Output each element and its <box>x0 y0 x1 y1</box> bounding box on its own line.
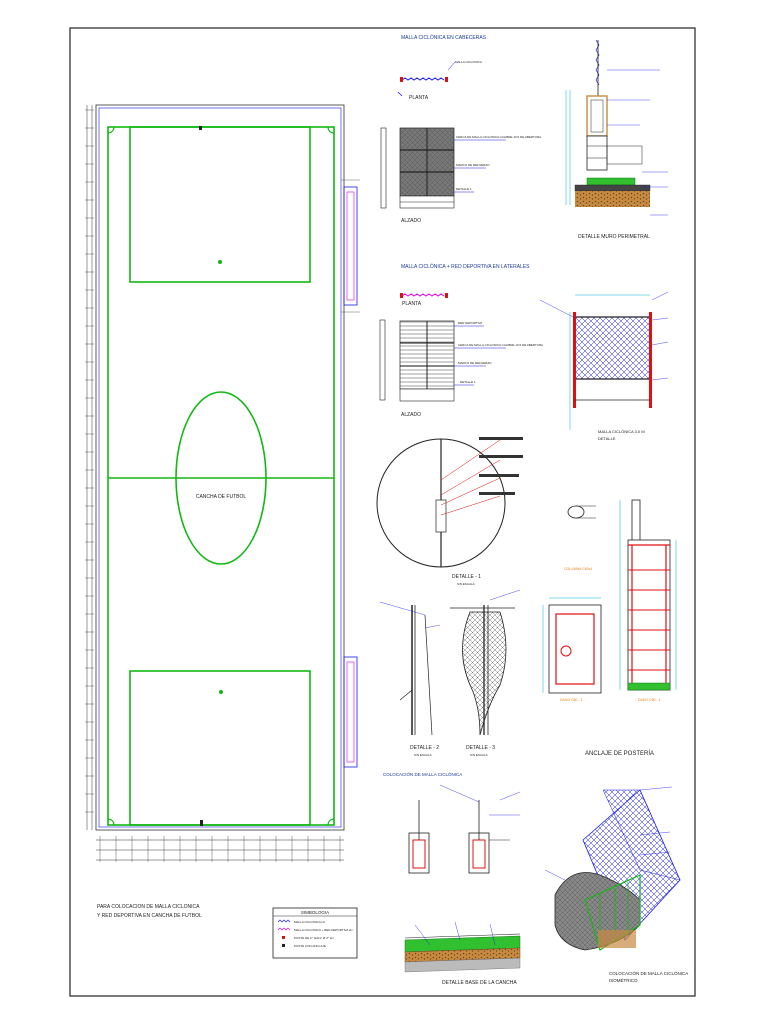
callout-label: MALLA CICLONICA <box>455 60 482 64</box>
planta-label: PLANTA <box>402 301 422 307</box>
detalle-muro-perimetral: DETALLE MURO PERIMETRAL <box>565 39 668 240</box>
concrete-slab <box>586 177 636 186</box>
dado-plan <box>548 604 602 694</box>
field-outer-border <box>95 104 345 831</box>
post-left <box>573 312 576 408</box>
corner-arc <box>107 818 115 826</box>
penalty-area-bottom <box>129 670 311 826</box>
isometrico-subtitle: ISOMÉTRICO <box>609 977 638 983</box>
callout-label: DETALLE 1 <box>460 380 476 384</box>
side-net-upper <box>346 191 355 301</box>
callout-label: CERCA DE MALLA CICLONICA CALIBRE 10.5 DE… <box>458 343 543 347</box>
columna-label: COLUMNA C60x1 <box>564 567 592 571</box>
detalle-1-title: DETALLE - 1 <box>452 574 481 580</box>
detalle-3: DETALLE - 3 S/N ESCALA <box>450 589 521 757</box>
goal-post-top <box>199 126 202 130</box>
side-net-lower <box>346 661 355 763</box>
side-fence-box-upper <box>343 186 358 306</box>
malla-3m-detalle: MALLA CICLÓNICA 3.0 M DETALLE <box>539 291 669 441</box>
callout-label: MARCO DE REFUERZO <box>456 163 490 167</box>
section-cabeceras: MALLA CICLÓNICA EN CABECERAS MALLA CICLO… <box>380 34 541 224</box>
alzado-label: ALZADO <box>401 412 421 418</box>
legend-title: SIMBOLOGIA <box>301 910 329 915</box>
red-post-icon <box>282 936 285 939</box>
magenta-zigzag-icon <box>277 927 291 931</box>
corner-arc <box>327 126 335 134</box>
legend-item-label: MALLA CICLONICA + RED DEPORTIVA H= <box>294 928 353 932</box>
callout-label: DETALLE 1 <box>456 187 472 191</box>
detalle-3-title: DETALLE - 3 <box>466 745 495 751</box>
isometrico-title: COLOCACIÓN DE MALLA CICLÓNICA <box>609 970 688 976</box>
note-line-1: PARA COLOCACION DE MALLA CICLONICA <box>97 904 200 910</box>
section-title: MALLA CICLÓNICA + RED DEPORTIVA EN LATER… <box>401 263 530 270</box>
section-laterales: MALLA CICLÓNICA + RED DEPORTIVA EN LATER… <box>379 263 543 418</box>
black-post-icon <box>282 944 285 947</box>
corner-arc <box>327 818 335 826</box>
planta-label: PLANTA <box>409 95 429 101</box>
sheet-border <box>69 27 696 997</box>
legend-item-label: POSTE CON ANCLAJE <box>294 944 326 948</box>
dimension-ruler-bottom <box>99 836 341 862</box>
fence-perimeter-line <box>98 107 342 828</box>
goal-post-bottom <box>200 820 203 826</box>
legend-item-label: MALLA CICLONICA H= <box>294 920 326 924</box>
note-line-2: Y RED DEPORTIVA EN CANCHA DE FUTBOL <box>97 913 202 919</box>
mesh-panel <box>574 316 651 380</box>
base-cancha-title: DETALLE BASE DE LA CANCHA <box>442 980 517 986</box>
anclaje-title: ANCLAJE DE POSTERÍA <box>585 750 654 757</box>
detalle-2-scale: S/N ESCALA <box>414 753 432 757</box>
post-section-circle <box>567 505 585 519</box>
detalle-2-title: DETALLE - 2 <box>410 745 439 751</box>
penalty-spot-bottom <box>219 690 223 694</box>
wall-block <box>586 95 608 137</box>
penalty-spot-top <box>218 260 222 264</box>
dimension-ruler-left <box>85 109 94 813</box>
legend-box: SIMBOLOGIA MALLA CICLONICA H= MALLA CICL… <box>272 907 358 959</box>
dado-label: DADO C60 - 1 <box>638 698 661 702</box>
dado-label: DADO C60 - 1 <box>560 698 583 702</box>
callout-label: RED DEPORTIVA <box>458 321 482 325</box>
field-plan: CANCHA DE FUTBOL <box>85 104 360 862</box>
blue-zigzag-icon <box>277 919 291 923</box>
detalle-3-scale: S/N ESCALA <box>470 753 488 757</box>
anclaje-posteria: COLUMNA C60x1 DADO C60 - 1 DADO C60 - 1 … <box>542 499 677 757</box>
penalty-area-top <box>129 126 311 283</box>
center-circle <box>175 391 267 565</box>
planta-fence-line <box>401 77 445 81</box>
legend-item-label: POSTE DE F° GALV. Ø 2" H= <box>294 936 334 940</box>
detalle-1-scale: S/N ESCALA <box>457 582 475 586</box>
detalle-muro-title: DETALLE MURO PERIMETRAL <box>578 234 650 240</box>
alzado-label: ALZADO <box>401 218 421 224</box>
iso-rebar-cage <box>584 874 641 951</box>
planta-net-line <box>401 293 445 297</box>
corner-arc <box>107 126 115 134</box>
post-right <box>649 312 652 408</box>
side-fence-box-lower <box>343 656 358 768</box>
field-center-label: CANCHA DE FUTBOL <box>196 494 247 500</box>
colocacion-title: COLOCACIÓN DE MALLA CICLÓNICA <box>383 771 462 777</box>
touchline <box>107 126 335 826</box>
malla-detalle-title: MALLA CICLÓNICA 3.0 M <box>598 429 645 434</box>
isometrico: COLOCACIÓN DE MALLA CICLÓNICA ISOMÉTRICO <box>544 786 688 983</box>
detalle-base-cancha: DETALLE BASE DE LA CANCHA <box>404 921 521 986</box>
detalle-1: DETALLE - 1 S/N ESCALA <box>376 437 523 586</box>
colocacion-malla: COLOCACIÓN DE MALLA CICLÓNICA <box>383 771 521 874</box>
malla-detalle-subtitle: DETALLE <box>598 436 616 441</box>
detalle-2: DETALLE - 2 S/N ESCALA <box>379 601 441 757</box>
callout-label: MARCO DE REFUERZO <box>458 361 492 365</box>
callout-label: CERCA DE MALLA CICLONICA CALIBRE 10.5 DE… <box>456 135 541 139</box>
section-title: MALLA CICLÓNICA EN CABECERAS <box>401 34 487 41</box>
